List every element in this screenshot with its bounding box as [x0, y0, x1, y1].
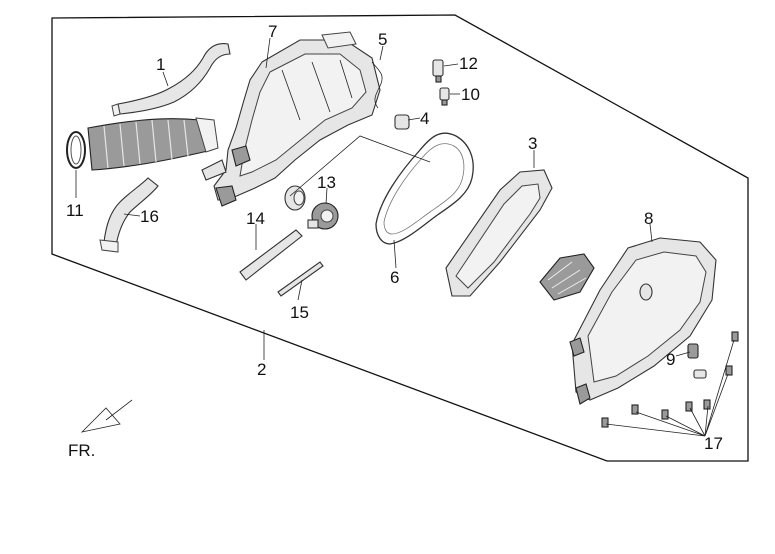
part-thin-tube: [277, 261, 324, 297]
callout-7: 7: [268, 22, 277, 41]
callout-16: 16: [140, 207, 159, 226]
part-hose-clamp: [66, 131, 86, 169]
callout-9: 9: [666, 350, 675, 369]
leader-lines: [75, 37, 735, 437]
part-filter-element: [445, 169, 553, 297]
part-collar: [284, 185, 306, 211]
front-marker-label: FR.: [68, 441, 95, 460]
part-connecting-tube: [87, 117, 219, 171]
callout-6: 6: [390, 268, 399, 287]
part-intake-duct: [539, 253, 595, 301]
part-cover-screw: [687, 343, 707, 379]
part-screws: [601, 331, 739, 428]
part-gasket: [375, 132, 474, 245]
callout-10: 10: [461, 85, 480, 104]
part-small-cap: [394, 114, 410, 130]
callout-1: 1: [156, 55, 165, 74]
part-small-fitting: [439, 87, 450, 106]
callout-12: 12: [459, 54, 478, 73]
callout-2: 2: [257, 360, 266, 379]
callout-14: 14: [246, 209, 265, 228]
callout-5: 5: [378, 30, 387, 49]
part-air-cleaner-case: [201, 31, 381, 207]
callout-3: 3: [528, 134, 537, 153]
callout-4: 4: [420, 109, 429, 128]
callout-17: 17: [704, 434, 723, 453]
front-direction-arrow: [80, 399, 133, 433]
part-wire-clip: [371, 61, 383, 109]
part-valve: [307, 202, 339, 230]
assembly-frame: [51, 14, 749, 462]
part-long-tube: [239, 229, 303, 281]
callout-15: 15: [290, 303, 309, 322]
part-air-cleaner-cover: [569, 237, 717, 405]
part-upper-hose: [111, 43, 231, 117]
callout-8: 8: [644, 209, 653, 228]
part-drain-plug: [432, 59, 444, 83]
callout-13: 13: [317, 173, 336, 192]
callout-11: 11: [66, 201, 84, 220]
part-breather-hose: [99, 177, 159, 253]
